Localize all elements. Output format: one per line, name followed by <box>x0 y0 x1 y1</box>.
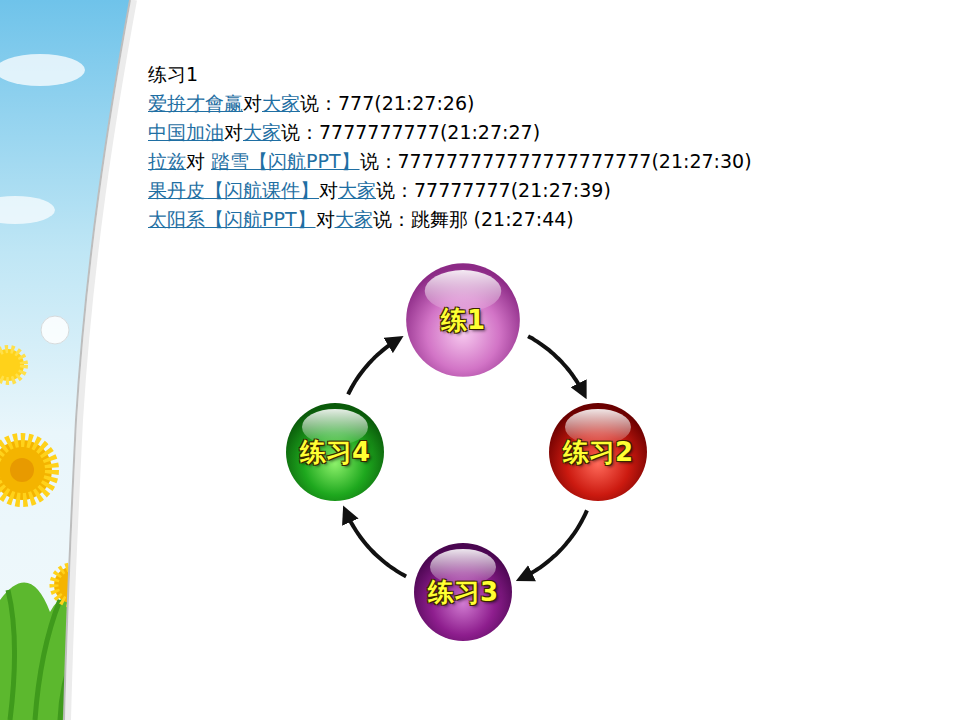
user-link: 果丹皮【闪航课件】 <box>148 179 319 201</box>
exercise-heading: 练习1 <box>148 63 198 85</box>
chat-line: 中国加油对大家说：7777777777(21:27:27) <box>148 118 540 147</box>
chat-line: 练习1 <box>148 60 198 89</box>
sphere-body <box>549 403 647 501</box>
seed-head <box>41 316 69 344</box>
sphere-node: 练习3 <box>413 542 513 642</box>
cloud <box>0 54 85 86</box>
cloud <box>0 196 55 224</box>
chat-text: 对 <box>319 179 338 201</box>
sphere-body <box>286 403 384 501</box>
grass <box>0 583 110 720</box>
chat-line: 爱拚才會赢对大家说：777(21:27:26) <box>148 89 474 118</box>
sphere-body <box>406 263 520 377</box>
chat-text: 说：跳舞那 (21:27:44) <box>373 208 574 230</box>
sphere-node: 练习2 <box>548 402 648 502</box>
user-link: 中国加油 <box>148 121 224 143</box>
chat-text: 说：7777777777(21:27:27) <box>281 121 540 143</box>
strip-decoration <box>0 54 110 720</box>
sphere-node: 练习4 <box>285 402 385 502</box>
user-link: 太阳系【闪航PPT】 <box>148 208 316 230</box>
sphere-body <box>414 543 512 641</box>
user-link: 大家 <box>243 121 281 143</box>
cycle-arrow <box>348 339 399 394</box>
node-label: 练习2 <box>563 435 633 470</box>
user-link: 大家 <box>335 208 373 230</box>
sphere-node: 练1 <box>405 262 521 378</box>
chat-line: 太阳系【闪航PPT】对大家说：跳舞那 (21:27:44) <box>148 205 574 234</box>
chat-line: 果丹皮【闪航课件】对大家说：77777777(21:27:39) <box>148 176 611 205</box>
chat-text: 对 <box>243 92 262 114</box>
chat-text: 对 <box>224 121 243 143</box>
chat-text: 说：777(21:27:26) <box>300 92 474 114</box>
chat-text: 说：77777777(21:27:39) <box>376 179 611 201</box>
user-link: 大家 <box>262 92 300 114</box>
chat-line: 拉兹对踏雪【闪航PPT】说：777777777777777777777(21:2… <box>148 147 752 176</box>
user-link: 踏雪【闪航PPT】 <box>211 150 360 172</box>
node-label: 练习3 <box>428 575 498 610</box>
cycle-arrow <box>345 511 406 577</box>
chat-text: 说：777777777777777777777(21:27:30) <box>360 150 752 172</box>
chat-text: 对 <box>186 150 205 172</box>
node-label: 练1 <box>441 303 485 338</box>
user-link: 爱拚才會赢 <box>148 92 243 114</box>
dandelion-flower <box>0 349 24 381</box>
node-label: 练习4 <box>300 435 370 470</box>
cycle-arrow <box>521 510 587 578</box>
flower-center <box>10 458 34 482</box>
panel-edge <box>64 0 130 720</box>
panel-shadow <box>68 0 134 720</box>
dandelion-flower <box>0 440 52 500</box>
user-link: 拉兹 <box>148 150 186 172</box>
user-link: 大家 <box>338 179 376 201</box>
chat-text: 对 <box>316 208 335 230</box>
cycle-arrow <box>528 336 584 394</box>
